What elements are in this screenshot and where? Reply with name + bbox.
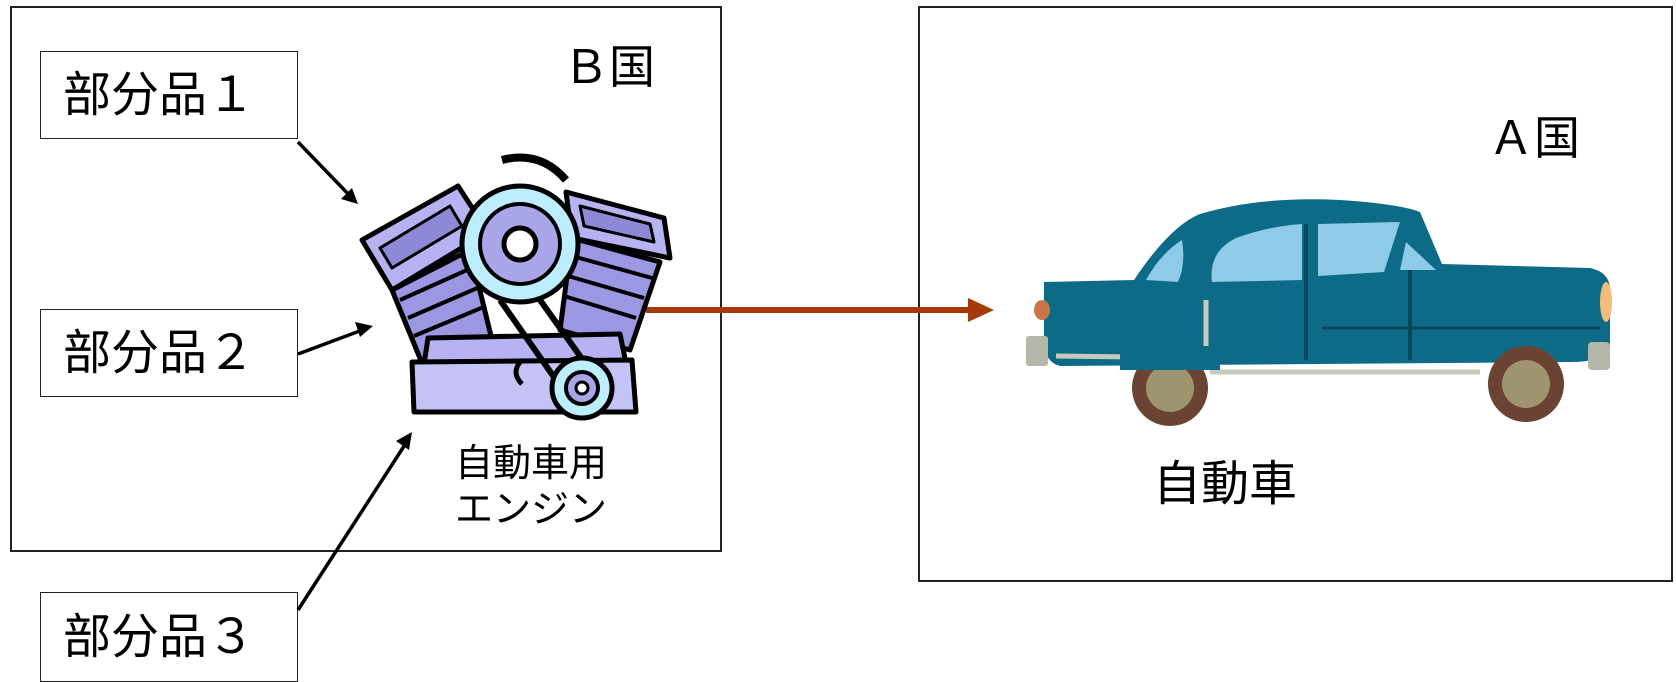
country-b-label: Ｂ国 [563,40,655,94]
car-icon [1026,199,1612,426]
part-1-arrow [296,140,356,202]
part-3-arrowhead [396,432,412,450]
part-arrows [296,140,412,611]
car-label: 自動車 [1153,456,1298,512]
part-3-label: 部分品３ [63,609,256,665]
part-2-box: 部分品２ [40,309,298,397]
part-3-arrow [296,439,410,611]
part-1-arrowhead [341,188,358,204]
part-2-label: 部分品２ [63,325,256,381]
part-1-label: 部分品１ [63,67,256,123]
part-3-box: 部分品３ [40,592,298,682]
export-arrowhead [968,298,994,322]
part-2-arrowhead [355,322,373,337]
export-arrow [646,298,994,322]
engine-label: 自動車用 エンジン [455,441,608,531]
engine-icon [359,153,673,421]
part-2-arrow [297,327,366,356]
part-1-box: 部分品１ [40,51,298,139]
country-a-label: Ａ国 [1488,111,1580,165]
